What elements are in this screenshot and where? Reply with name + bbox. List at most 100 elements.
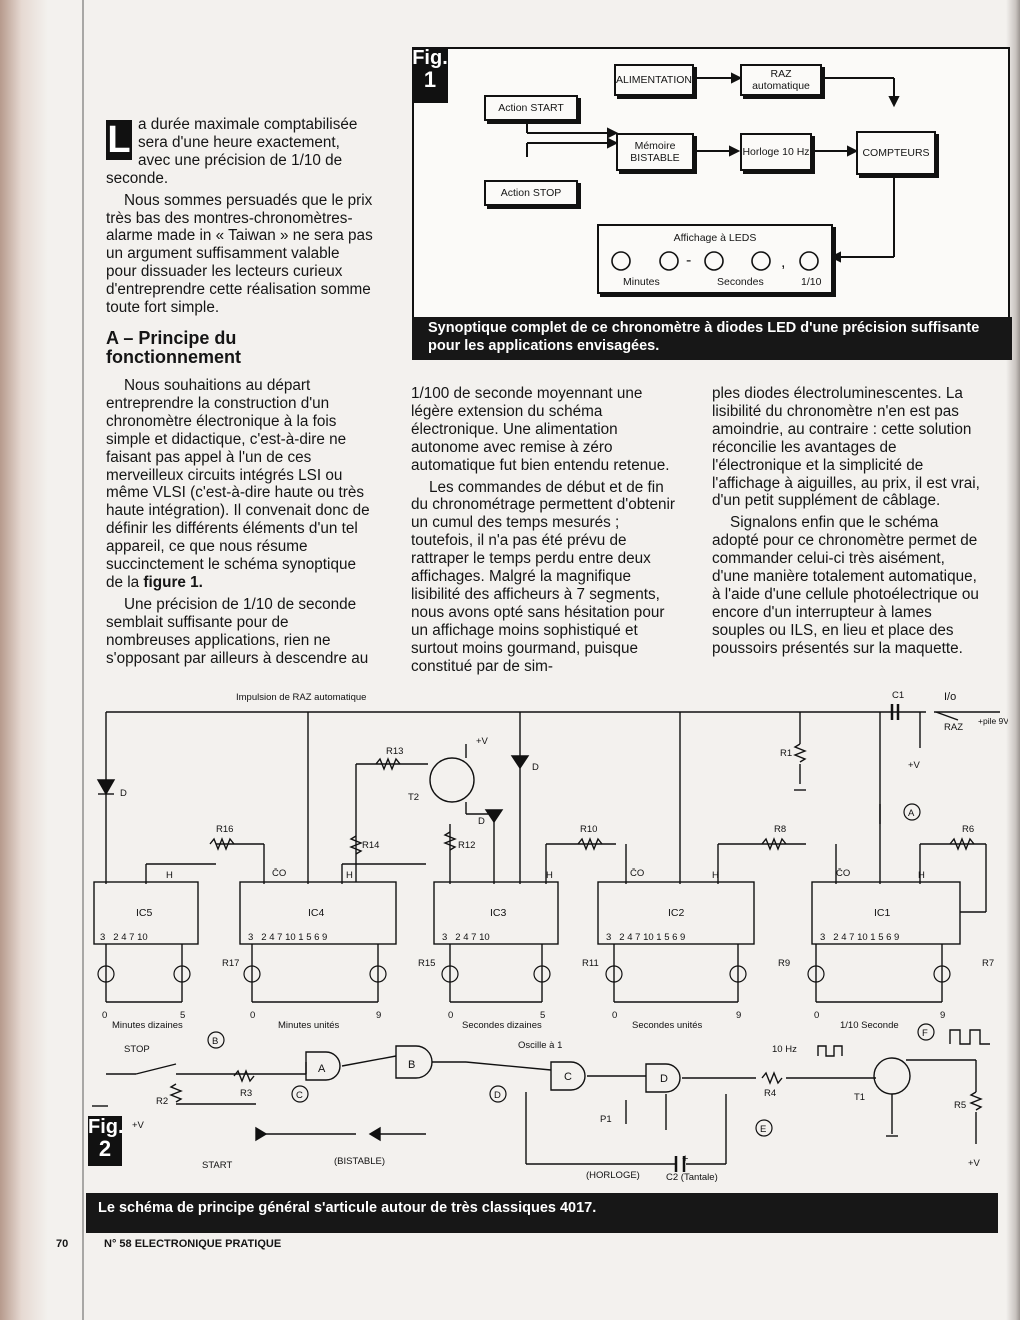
label-r17: R17 [222,958,239,969]
label-ic5: IC5 [136,907,153,919]
ic4-box [239,881,397,945]
label-r1: R1 [780,748,792,759]
label-h-ic1: H [918,870,925,881]
label-h-ic3: H [546,870,553,881]
label-r14: R14 [362,840,379,851]
label-ic4: IC4 [308,907,325,919]
figure-1-connections [526,72,900,263]
label-plusv-bottom: +V [968,1158,981,1169]
scale-ic3-0: 0 [448,1010,453,1021]
scale-ic2-0: 0 [612,1010,617,1021]
gate-b-label: B [408,1059,415,1071]
gate-c-label: C [564,1071,572,1083]
block-raz: RAZ automatique [740,64,822,96]
figure-2: Impulsion de RAZ automatique C1 I/o RAZ … [86,684,1008,1190]
label-raz-pulse: Impulsion de RAZ automatique [236,692,366,703]
label-switch: I/o [944,691,956,703]
display-separator-dash: - [686,252,692,269]
label-r3: R3 [240,1088,252,1099]
label-r15: R15 [418,958,435,969]
gate-a [305,1051,341,1081]
label-r7: R7 [982,958,994,969]
label-d1: D [120,788,127,799]
wave-10hz [817,1045,843,1057]
label-ic3: IC3 [490,907,507,919]
label-h-ic5: H [166,870,173,881]
block-compteurs: COMPTEURS [856,131,936,175]
paragraph: 1/100 de seconde moyennant une légère ex… [411,385,670,474]
label-10hz: 10 Hz [772,1044,797,1055]
gate-a-label: A [318,1063,326,1075]
label-minutes: Minutes [623,276,660,288]
page-number: 70 [56,1238,69,1250]
label-co-ic4: C̄O [272,868,286,879]
scale-ic5-5: 5 [180,1010,185,1021]
paragraph: ples diodes électroluminescentes. La lis… [712,385,980,510]
scale-ic3-5: 5 [540,1010,545,1021]
label-r8: R8 [774,824,786,835]
label-r6: R6 [962,824,974,835]
gate-d [645,1063,681,1093]
ic2-box [597,881,755,945]
block-action-stop: Action STOP [484,180,578,206]
point-c: C [296,1090,303,1101]
scale-ic4-9: 9 [376,1010,381,1021]
label-co-ic1: C̄O [836,868,850,879]
block-horloge: Horloge 10 Hz [740,133,812,171]
label-p1: P1 [600,1114,612,1125]
gate-d-label: D [660,1073,668,1085]
label-r9: R9 [778,958,790,969]
column-3: ples diodes électroluminescentes. La lis… [712,385,980,662]
label-min-unites: Minutes unités [278,1020,340,1031]
label-start: START [202,1160,232,1171]
led-min-tens [611,251,631,271]
label-r4: R4 [764,1088,776,1099]
gate-c [550,1061,586,1091]
block-memoire-bistable: Mémoire BISTABLE [616,133,694,171]
ic3-box [433,881,559,945]
label-sec-dizaines: Secondes dizaines [462,1020,542,1031]
display-separator-comma: , [781,254,786,271]
label-r10: R10 [580,824,597,835]
figure-1-tag: Fig. 1 [412,47,448,103]
label-d3: D [478,816,485,827]
figure-1: Fig. 1 ALIMENTATION RAZ automatique Acti… [412,47,1012,367]
figure-1-caption: Synoptique complet de ce chronomètre à d… [412,317,1012,360]
label-bistable: (BISTABLE) [334,1156,385,1167]
led-sec-units [751,251,771,271]
label-r16: R16 [216,824,233,835]
figure-2-schematic: Impulsion de RAZ automatique C1 I/o RAZ … [92,690,1008,1183]
led-display-row [611,251,819,271]
block-alimentation: ALIMENTATION [614,64,694,96]
point-d: D [494,1090,501,1101]
label-c1: C1 [892,690,904,701]
led-tenth [799,251,819,271]
label-min-dizaines: Minutes dizaines [112,1020,183,1031]
label-c2: C2 (Tantale) [666,1172,718,1183]
paragraph: Nous souhaitions au départ entreprendre … [106,376,370,591]
paragraph: Nous sommes persuadés que le prix très b… [106,191,373,317]
c2-plus: + [682,1153,688,1165]
scale-ic2-9: 9 [736,1010,741,1021]
scale-ic1-0: 0 [814,1010,819,1021]
column-2: 1/100 de seconde moyennant une légère ex… [411,385,677,680]
label-secondes: Secondes [717,276,764,288]
gate-b [395,1045,433,1079]
drop-cap: L [106,119,132,161]
point-b: B [212,1036,218,1047]
label-plusv-top: +V [908,760,921,771]
label-h-ic2: H [712,870,719,881]
scale-ic5-0: 0 [102,1010,107,1021]
scale-ic4-0: 0 [250,1010,255,1021]
figure-2-caption: Le schéma de principe général s'articule… [86,1193,998,1233]
t2-transistor [429,757,475,803]
label-t2: T2 [408,792,419,803]
paragraph: Une précision de 1/10 de seconde semblai… [106,595,369,667]
t1-transistor [873,1057,911,1095]
